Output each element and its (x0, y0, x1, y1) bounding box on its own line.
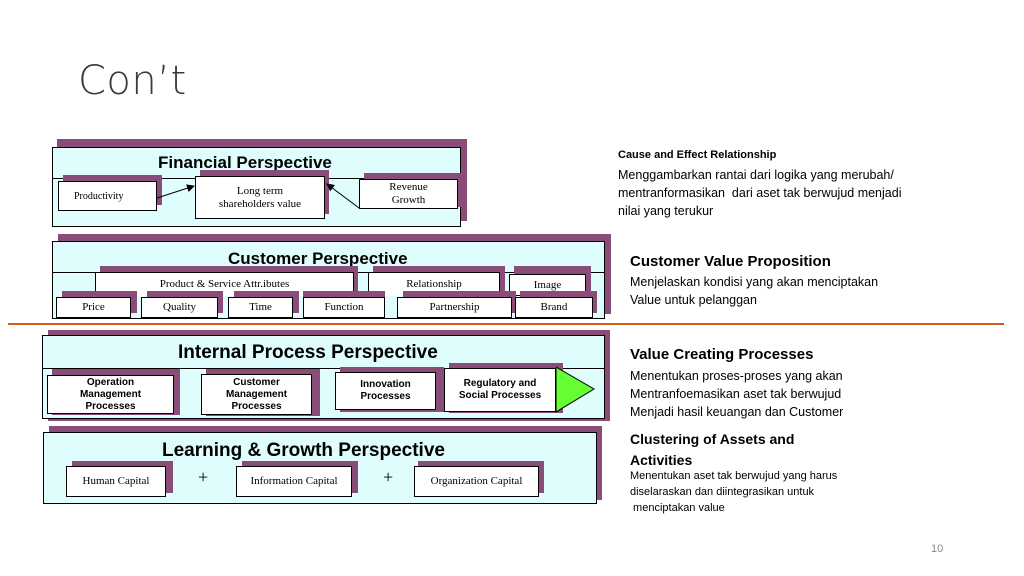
organization-capital-box: Organization Capital (414, 466, 539, 497)
human-capital-box: Human Capital (66, 466, 166, 497)
clustering-title: Clustering of Assets and Activities (630, 431, 795, 468)
function-box: Function (303, 297, 385, 318)
shareholders-box: Long term shareholders value (195, 176, 325, 219)
value-creating-processes-title: Value Creating Processes (630, 346, 814, 363)
innovation-box: Innovation Processes (335, 372, 436, 410)
plus-sign-1: + (198, 467, 209, 487)
image-box: Image (509, 274, 586, 296)
regulatory-social-box: Regulatory and Social Processes (444, 368, 556, 412)
brand-box: Brand (515, 297, 593, 318)
customer-management-box: Customer Management Processes (201, 374, 312, 415)
learning-title: Learning & Growth Perspective (162, 440, 445, 461)
partnership-box: Partnership (397, 297, 512, 318)
page-number: 10 (931, 543, 944, 555)
value-creating-processes-body: Menentukan proses-proses yang akan Mentr… (630, 369, 844, 419)
cause-effect-body: Menggambarkan rantai dari logika yang me… (618, 168, 902, 218)
revenue-growth-box: Revenue Growth (359, 179, 458, 209)
time-box: Time (228, 297, 293, 318)
relationship-box: Relationship (368, 272, 500, 296)
plus-sign-2: + (383, 467, 394, 487)
process-arrow-icon (556, 366, 595, 413)
section-divider-line (8, 323, 1004, 325)
price-box: Price (56, 297, 131, 318)
slide-title: Con’t (78, 58, 187, 104)
internal-title: Internal Process Perspective (178, 342, 438, 363)
customer-value-proposition-title: Customer Value Proposition (630, 253, 831, 270)
financial-title: Financial Perspective (158, 153, 332, 172)
cause-effect-title: Cause and Effect Relationship (618, 149, 777, 161)
customer-value-proposition-body: Menjelaskan kondisi yang akan menciptaka… (630, 275, 879, 307)
customer-title: Customer Perspective (228, 249, 408, 268)
arrow-productivity-to-shareholders (156, 184, 195, 199)
clustering-body: Menentukan aset tak berwujud yang harus … (630, 470, 838, 514)
arrow-revenue-to-shareholders (326, 183, 360, 209)
productivity-box: Productivity (58, 181, 157, 211)
internal-divider-line (42, 368, 605, 369)
information-capital-box: Information Capital (236, 466, 352, 497)
quality-box: Quality (141, 297, 218, 318)
operation-management-box: Operation Management Processes (47, 375, 174, 414)
